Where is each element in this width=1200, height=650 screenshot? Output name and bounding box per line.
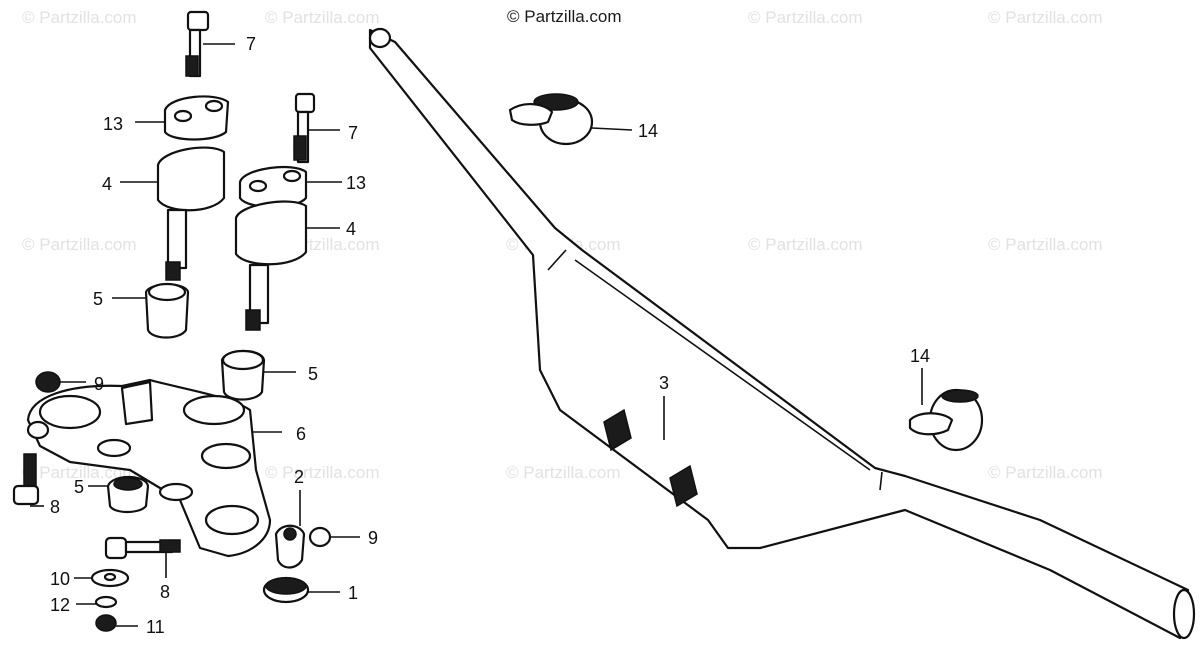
bolt-8-vertical[interactable] [12, 453, 44, 507]
handlebar-clamp-upper[interactable] [508, 93, 633, 146]
handlebar[interactable] [368, 27, 1196, 640]
callout-6: 6 [296, 424, 306, 444]
washer-9-upper[interactable] [35, 371, 86, 393]
watermark: © Partzilla.com [748, 235, 863, 254]
callout-8-lower: 8 [160, 582, 170, 602]
callout-2: 2 [294, 467, 304, 487]
ring-1[interactable] [262, 576, 340, 604]
nut-9-lower[interactable] [308, 526, 360, 548]
copyright-notice: © Partzilla.com [507, 7, 622, 26]
callout-1: 1 [348, 583, 358, 603]
nut-11[interactable] [95, 614, 138, 632]
bolt-7-right[interactable] [293, 92, 340, 164]
callout-8-left: 8 [50, 497, 60, 517]
watermark: © Partzilla.com [265, 463, 380, 482]
callout-13-right: 13 [346, 173, 366, 193]
callout-5-upper: 5 [93, 289, 103, 309]
callout-12: 12 [50, 595, 70, 615]
callout-5-lower: 5 [74, 477, 84, 497]
callout-11: 11 [146, 617, 165, 637]
watermark: © Partzilla.com [506, 463, 621, 482]
washer-10[interactable] [74, 568, 130, 588]
watermark: © Partzilla.com [988, 235, 1103, 254]
watermark: © Partzilla.com [22, 8, 137, 27]
callout-13-left: 13 [103, 114, 123, 134]
callout-10: 10 [50, 569, 70, 589]
top-bridge-6[interactable] [26, 378, 282, 558]
callout-4-left: 4 [102, 174, 112, 194]
callout-3: 3 [659, 373, 669, 393]
bolt-8-horizontal[interactable] [104, 536, 181, 578]
bolt-2[interactable] [274, 490, 306, 569]
cushion-5-right[interactable] [220, 349, 296, 401]
callout-5-right: 5 [308, 364, 318, 384]
callout-14-upper: 14 [638, 121, 658, 141]
callout-7-right: 7 [348, 123, 358, 143]
watermark: © Partzilla.com [265, 8, 380, 27]
callout-9-upper: 9 [94, 374, 104, 394]
handlebar-clamp-lower[interactable] [908, 368, 984, 452]
callout-9-lower: 9 [368, 528, 378, 548]
watermark: © Partzilla.com [988, 8, 1103, 27]
watermark: © Partzilla.com [988, 463, 1103, 482]
cushion-5-lower[interactable] [88, 475, 150, 514]
clamp-cap-13-right[interactable] [238, 165, 342, 208]
callout-14-lower: 14 [910, 346, 930, 366]
cushion-5-upper[interactable] [112, 282, 190, 339]
watermark: © Partzilla.com [748, 8, 863, 27]
bolt-7-upper[interactable] [185, 10, 235, 78]
handlebar-holder-4-left[interactable] [120, 146, 226, 281]
watermark: © Partzilla.com [22, 235, 137, 254]
handlebar-holder-4-right[interactable] [234, 200, 340, 331]
washer-12[interactable] [76, 595, 118, 609]
callout-7-upper: 7 [246, 34, 256, 54]
clamp-cap-13-left[interactable] [135, 95, 230, 141]
callout-4-right: 4 [346, 219, 356, 239]
